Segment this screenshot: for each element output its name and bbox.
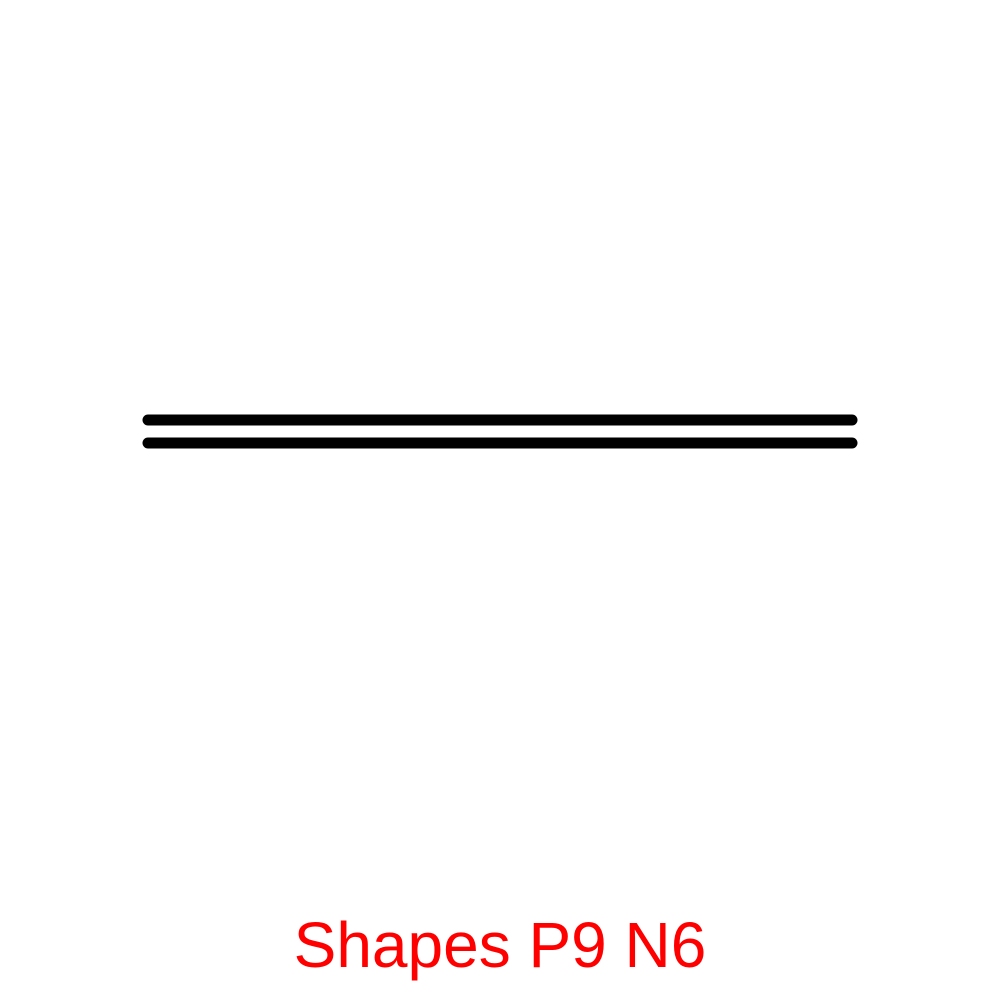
caption-label: Shapes P9 N6: [293, 909, 707, 981]
